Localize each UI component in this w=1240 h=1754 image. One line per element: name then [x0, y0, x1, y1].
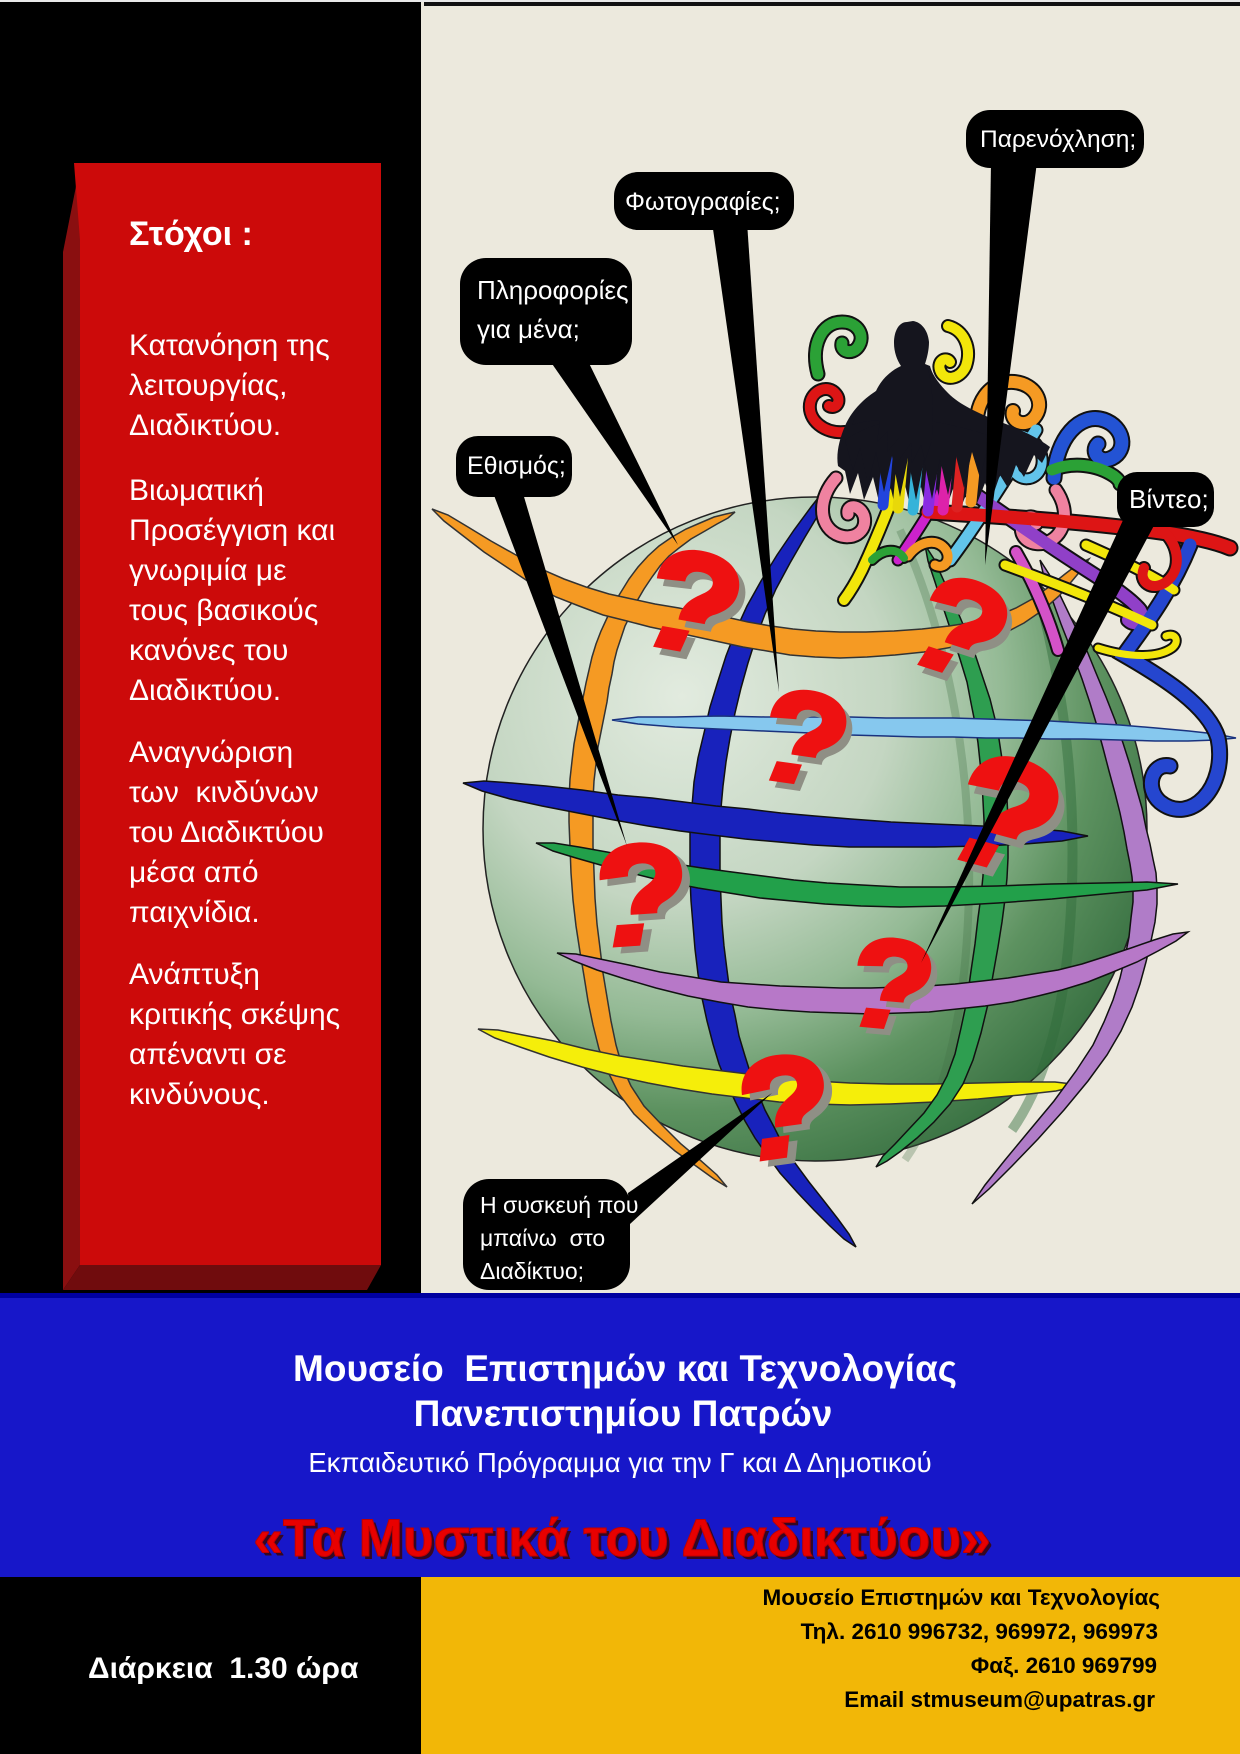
- svg-text:Στόχοι :: Στόχοι :: [129, 215, 253, 253]
- svg-text:Διαδίκτυο;: Διαδίκτυο;: [480, 1258, 584, 1284]
- svg-text:Βίντεο;: Βίντεο;: [1129, 484, 1209, 514]
- svg-text:Email stmuseum@upatras.gr: Email stmuseum@upatras.gr: [844, 1687, 1155, 1712]
- svg-text:κανόνες του: κανόνες του: [129, 634, 288, 667]
- svg-text:Κατανόηση της: Κατανόηση της: [129, 329, 330, 362]
- svg-text:απέναντι σε: απέναντι σε: [129, 1038, 287, 1071]
- svg-text:τους βασικούς: τους βασικούς: [129, 594, 318, 627]
- svg-text:Εκπαιδευτικό Πρόγραμμα για την: Εκπαιδευτικό Πρόγραμμα για την Γ και Δ Δ…: [308, 1447, 931, 1478]
- svg-text:Διαδικτύου.: Διαδικτύου.: [129, 674, 281, 707]
- svg-text:Βιωματική: Βιωματική: [129, 474, 264, 507]
- svg-text:του Διαδικτύου: του Διαδικτύου: [129, 816, 324, 849]
- svg-text:γνωριμία με: γνωριμία με: [129, 554, 286, 587]
- svg-text:Παρενόχληση;: Παρενόχληση;: [980, 126, 1136, 153]
- svg-text:Πληροφορίες: Πληροφορίες: [477, 275, 629, 305]
- svg-text:Τηλ. 2610 996732, 969972, 9699: Τηλ. 2610 996732, 969972, 969973: [801, 1619, 1158, 1644]
- svg-text:κινδύνους.: κινδύνους.: [129, 1078, 270, 1111]
- svg-text:Φωτογραφίες;: Φωτογραφίες;: [625, 188, 781, 216]
- svg-text:Φαξ. 2610 969799: Φαξ. 2610 969799: [971, 1653, 1157, 1678]
- svg-text:για μένα;: για μένα;: [477, 314, 580, 344]
- svg-text:μέσα από: μέσα από: [129, 856, 259, 889]
- svg-text:κριτικής σκέψης: κριτικής σκέψης: [129, 998, 340, 1031]
- svg-text:Αναγνώριση: Αναγνώριση: [129, 736, 293, 769]
- svg-text:των κινδύνων: των κινδύνων: [129, 776, 319, 809]
- svg-text:«Τα Μυστικά του Διαδικτύου»: «Τα Μυστικά του Διαδικτύου»: [253, 1509, 990, 1568]
- svg-text:μπαίνω στο: μπαίνω στο: [480, 1225, 605, 1251]
- svg-text:Πανεπιστημίου Πατρών: Πανεπιστημίου Πατρών: [414, 1393, 833, 1434]
- svg-text:Εθισμός;: Εθισμός;: [467, 452, 566, 480]
- svg-text:Διάρκεια 1.30 ώρα: Διάρκεια 1.30 ώρα: [88, 1652, 359, 1685]
- svg-text:λειτουργίας,: λειτουργίας,: [129, 369, 287, 402]
- svg-text:Μουσείο Επιστημών και Τεχνολογ: Μουσείο Επιστημών και Τεχνολογίας: [763, 1585, 1160, 1610]
- svg-text:Μουσείο Επιστημών και Τεχνολο: Μουσείο Επιστημών και Τεχνολογίας: [293, 1348, 957, 1389]
- svg-text:Ανάπτυξη: Ανάπτυξη: [129, 958, 260, 991]
- svg-text:«Τα Μυστικά του Διαδικτύου»: «Τα Μυστικά του Διαδικτύου»: [256, 1512, 993, 1571]
- svg-text:Διαδικτύου.: Διαδικτύου.: [129, 409, 281, 442]
- svg-text:Η συσκευή που: Η συσκευή που: [480, 1192, 638, 1218]
- svg-text:παιχνίδια.: παιχνίδια.: [129, 896, 260, 929]
- svg-text:Προσέγγιση και: Προσέγγιση και: [129, 514, 335, 547]
